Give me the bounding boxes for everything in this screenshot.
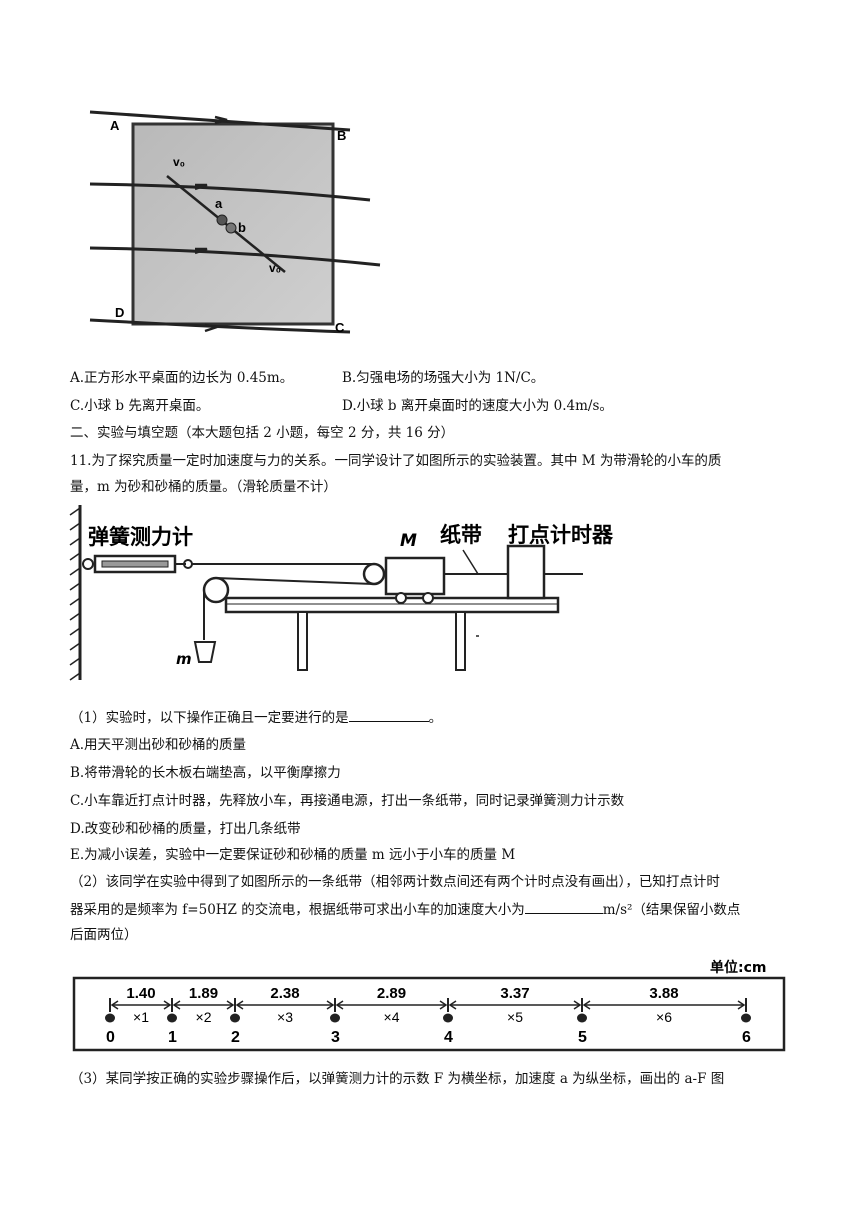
- electric-field-figure: A B C D a b v₀ v₀: [89, 110, 381, 335]
- field-line-1: [89, 110, 351, 132]
- tape-distance-4: 3.37: [500, 985, 529, 1002]
- m-label: m: [176, 650, 192, 668]
- option-q10-C: C.小球 b 先离开桌面。: [70, 398, 210, 414]
- tape-segment-label-1: ×2: [196, 1009, 212, 1025]
- sand-bucket: [193, 641, 217, 663]
- field-line-4: [89, 318, 351, 334]
- tape-point-label-6: 6: [742, 1029, 751, 1046]
- option-q10-A: A.正方形水平桌面的边长为 0.45m。: [70, 370, 294, 386]
- tape-dot-2: [230, 1013, 240, 1023]
- velocity-line: [166, 175, 286, 273]
- q11-part2-line3: 后面两位）: [70, 927, 138, 943]
- label-v0-bottom: v₀: [269, 261, 281, 275]
- q11-option-D: D.改变砂和砂桶的质量，打出几条纸带: [70, 821, 301, 837]
- q11-part3-line1: （3）某同学按正确的实验步骤操作后，以弹簧测力计的示数 F 为横坐标，加速度 a…: [70, 1071, 725, 1087]
- M-label: M: [400, 531, 417, 551]
- tape-distance-0: 1.40: [126, 985, 155, 1002]
- tape-segment-label-3: ×4: [384, 1009, 400, 1025]
- unit-label: 单位:cm: [710, 959, 767, 976]
- tape-marks: 0 1 2 3 4 5 6 1.40 ×1 1.89 ×2 2.38 ×3 2.89 ×4 3.37 ×5 3.8…: [105, 985, 751, 1046]
- tape-point-label-0: 0: [106, 1029, 115, 1046]
- tape-segment-label-0: ×1: [133, 1009, 149, 1025]
- field-line-3: [89, 246, 381, 267]
- tape-arrow-left-4: [448, 1000, 457, 1010]
- tape-arrow-left-3: [335, 1000, 344, 1010]
- tape-arrow-right-5: [737, 1000, 746, 1010]
- tape-distance-5: 3.88: [649, 985, 678, 1002]
- tape-arrow-right-0: [163, 1000, 172, 1010]
- tape-arrow-right-1: [226, 1000, 235, 1010]
- tape-arrow-right-3: [439, 1000, 448, 1010]
- timer-label: 打点计时器: [508, 523, 614, 547]
- label-A: A: [110, 118, 120, 133]
- tape-arrow-left-2: [235, 1000, 244, 1010]
- long-board: [224, 596, 560, 614]
- tape-distance-3: 2.89: [377, 985, 406, 1002]
- tape-point-label-4: 4: [444, 1029, 453, 1046]
- tape-distance-2: 2.38: [270, 985, 299, 1002]
- section-2-title: 二、实验与填空题（本大题包括 2 小题，每空 2 分，共 16 分）: [70, 425, 455, 441]
- tape-arrow-right-2: [326, 1000, 335, 1010]
- q11-option-C: C.小车靠近打点计时器，先释放小车，再接通电源，打出一条纸带，同时记录弹簧测力计…: [70, 793, 625, 809]
- tape-arrow-left-5: [582, 1000, 591, 1010]
- tape-dot-1: [167, 1013, 177, 1023]
- label-b: b: [238, 220, 246, 235]
- answer-blank-2[interactable]: [524, 899, 603, 914]
- q11-stem-line2: 量，m 为砂和砂桶的质量。（滑轮质量不计）: [70, 479, 337, 495]
- option-q10-D: D.小球 b 离开桌面时的速度大小为 0.4m/s。: [342, 398, 613, 414]
- tape-arrow-left-0: [110, 1000, 119, 1010]
- left-pulley: [202, 576, 230, 604]
- tape-point-label-3: 3: [331, 1029, 340, 1046]
- q11-option-E: E.为减小误差，实验中一定要保证砂和砂桶的质量 m 远小于小车的质量 M: [70, 847, 516, 863]
- tape-point-label-1: 1: [168, 1029, 177, 1046]
- timer: [506, 544, 546, 600]
- cart: [384, 556, 446, 596]
- label-B: B: [337, 128, 346, 143]
- apparatus-figure: 弹簧测力计 m M 纸带 打点计时器: [69, 505, 614, 681]
- tape-dot-6: [741, 1013, 751, 1023]
- label-a: a: [215, 196, 223, 211]
- label-D: D: [115, 305, 124, 320]
- tape-segment-label-4: ×5: [507, 1009, 523, 1025]
- ball-a: [216, 214, 228, 226]
- paper-tape-figure: 单位:cm 0 1 2 3 4 5 6 1.40 ×1 1.89 ×2 2.38 ×3 2.89 ×4 3.3…: [72, 959, 786, 1052]
- answer-blank-1[interactable]: [348, 707, 429, 722]
- q11-option-A: A.用天平测出砂和砂桶的质量: [70, 737, 247, 753]
- q11-stem-line1: 11.为了探究质量一定时加速度与力的关系。一同学设计了如图所示的实验装置。其中 …: [70, 453, 722, 469]
- cart-pulley: [362, 562, 386, 586]
- label-C: C: [335, 320, 345, 335]
- tape-distance-1: 1.89: [189, 985, 218, 1002]
- tape-strip: [72, 976, 786, 1052]
- label-v0-top: v₀: [173, 155, 185, 169]
- field-line-2: [89, 182, 371, 202]
- tape-point-label-2: 2: [231, 1029, 240, 1046]
- tape-segment-label-2: ×3: [277, 1009, 293, 1025]
- tape-arrow-right-4: [573, 1000, 582, 1010]
- tape-dot-5: [577, 1013, 587, 1023]
- tape-point-label-5: 5: [578, 1029, 587, 1046]
- q11-part1: （1）实验时，以下操作正确且一定要进行的是。: [70, 707, 442, 728]
- tape-arrow-left-1: [172, 1000, 181, 1010]
- q11-option-B: B.将带滑轮的长木板右端垫高，以平衡摩擦力: [70, 765, 341, 781]
- spring-scale-label: 弹簧测力计: [88, 525, 193, 549]
- tape-segment-label-5: ×6: [656, 1009, 672, 1025]
- q11-part2-line1: （2）该同学在实验中得到了如图所示的一条纸带（相邻两计数点间还有两个计时点没有画…: [70, 874, 720, 890]
- tape-dot-0: [105, 1013, 115, 1023]
- ball-b: [225, 222, 237, 234]
- option-q10-B: B.匀强电场的场强大小为 1N/C。: [342, 370, 545, 386]
- tape-dot-4: [443, 1013, 453, 1023]
- tape-label: 纸带: [440, 523, 482, 547]
- tape-dot-3: [330, 1013, 340, 1023]
